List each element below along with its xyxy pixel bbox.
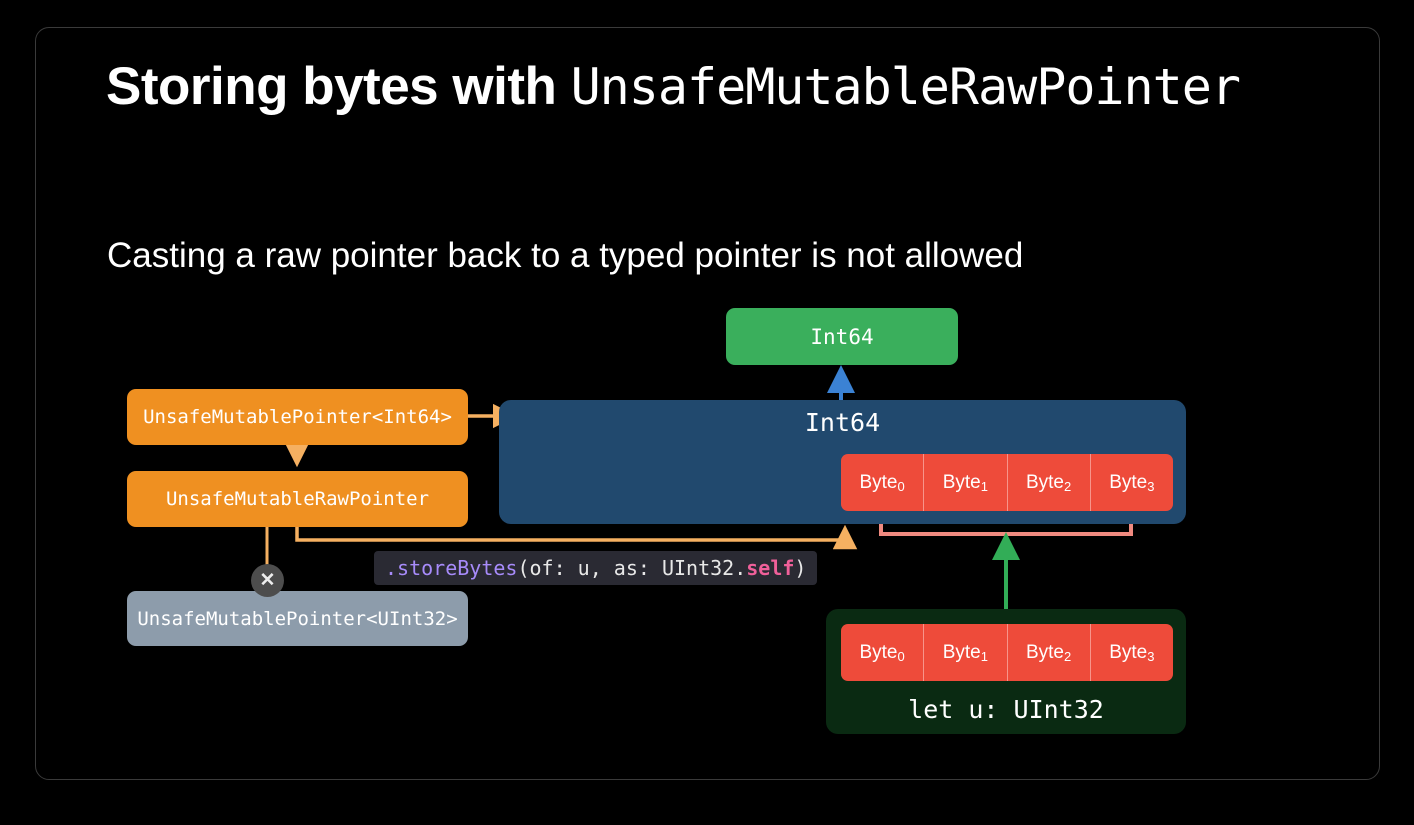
byte-label: Byte: [859, 471, 898, 493]
byte-index: 0: [897, 479, 905, 494]
close-icon: ✕: [251, 564, 284, 597]
byte-index: 1: [980, 649, 988, 664]
byte-index: 2: [1064, 649, 1072, 664]
source-value-label: let u: UInt32: [908, 695, 1104, 724]
code-self-keyword: self: [746, 556, 795, 580]
type-box-int64: Int64: [726, 308, 958, 365]
box-typed-pointer-uint32-disallowed: UnsafeMutablePointer<UInt32>: [127, 591, 468, 646]
byte-label: Byte: [1025, 471, 1065, 493]
code-snippet-storebytes: .storeBytes(of: u, as: UInt32.self): [374, 551, 818, 585]
arrow-raw-storebytes-to-memory: [295, 524, 858, 550]
code-method: .storeBytes: [385, 556, 518, 580]
page-title-text: Storing bytes with: [106, 57, 571, 116]
page-subtitle: Casting a raw pointer back to a typed po…: [107, 236, 1024, 275]
page-title: Storing bytes with UnsafeMutableRawPoint…: [106, 56, 1241, 117]
memory-block-label: Int64: [804, 408, 881, 437]
code-args-open: (of: u, as: UInt32.: [517, 556, 747, 580]
box-typed-pointer-int64: UnsafeMutablePointer<Int64>: [127, 389, 468, 445]
code-args-close: ): [794, 556, 807, 580]
byte-label: Byte: [1109, 471, 1148, 493]
byte-index: 3: [1147, 649, 1155, 664]
byte-label: Byte: [1109, 641, 1148, 663]
byte-index: 3: [1147, 479, 1155, 494]
byte-label: Byte: [942, 641, 981, 663]
box-raw-pointer: UnsafeMutableRawPointer: [127, 471, 468, 527]
byte-label: Byte: [942, 471, 981, 493]
byte-index: 2: [1064, 479, 1072, 494]
page-title-mono: UnsafeMutableRawPointer: [570, 58, 1241, 116]
byte-label: Byte: [859, 641, 898, 663]
byte-index: 0: [897, 649, 905, 664]
byte-index: 1: [980, 479, 988, 494]
byte-label: Byte: [1025, 641, 1065, 663]
